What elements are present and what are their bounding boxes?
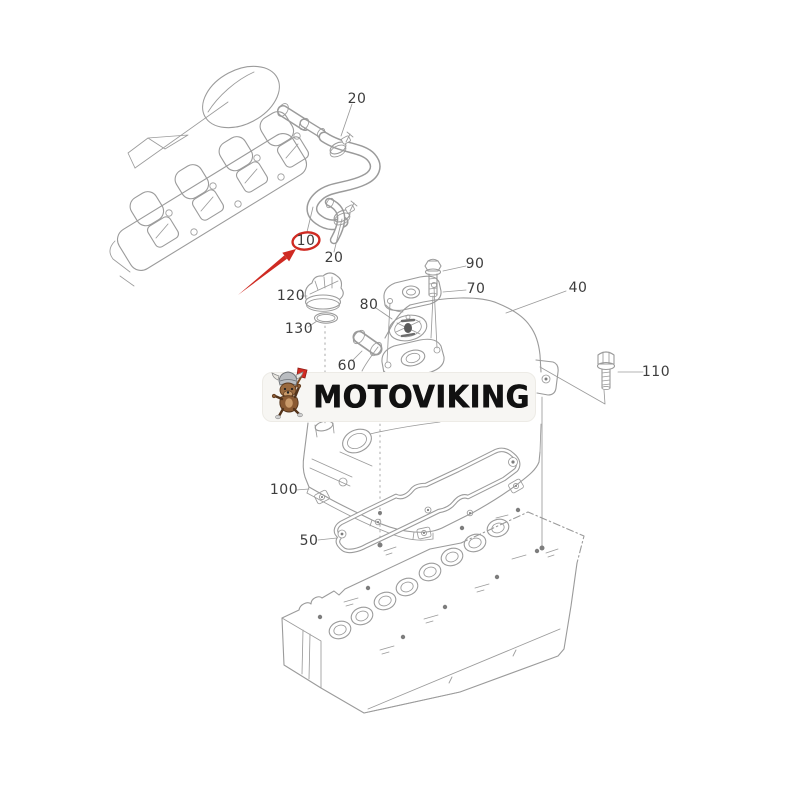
highlight-arrow	[238, 249, 296, 295]
cylinder-head-drawing	[281, 507, 585, 714]
leader-lines	[295, 103, 644, 558]
callout-60: 60	[337, 358, 357, 374]
watermark-banner: MOTOVIKING	[262, 367, 536, 422]
thermostat-drawing	[388, 314, 428, 342]
filler-cap-drawing	[304, 272, 344, 312]
highlight-circle	[291, 231, 321, 251]
callout-120: 120	[276, 288, 306, 304]
flange-bolt-110-drawing	[596, 351, 616, 391]
callout-110: 110	[641, 364, 671, 380]
callout-20-lower: 20	[324, 250, 344, 266]
callout-20-upper: 20	[347, 91, 367, 107]
callout-130: 130	[284, 321, 314, 337]
o-ring-drawing	[313, 312, 339, 324]
callout-50: 50	[299, 533, 319, 549]
coolant-hose-drawing	[306, 131, 381, 245]
breather-tube-drawing	[352, 329, 383, 357]
callout-40: 40	[568, 280, 588, 296]
callout-90: 90	[465, 256, 485, 272]
callout-10-highlighted: 10	[296, 233, 316, 249]
bolt-90-drawing	[424, 258, 442, 298]
watermark-text: MOTOVIKING	[313, 378, 530, 415]
exhaust-manifold-drawing	[109, 65, 327, 287]
callout-70: 70	[466, 281, 486, 297]
valve-cover-drawing	[302, 297, 559, 541]
thermostat-cover-drawing	[383, 275, 442, 313]
hose-clamp-upper-icon	[329, 131, 354, 158]
callout-80: 80	[359, 297, 379, 313]
callout-100: 100	[269, 482, 299, 498]
valve-cover-gasket-drawing	[333, 447, 521, 554]
hose-clamp-lower-icon	[333, 200, 358, 226]
viking-dog-mascot-icon	[271, 367, 308, 420]
